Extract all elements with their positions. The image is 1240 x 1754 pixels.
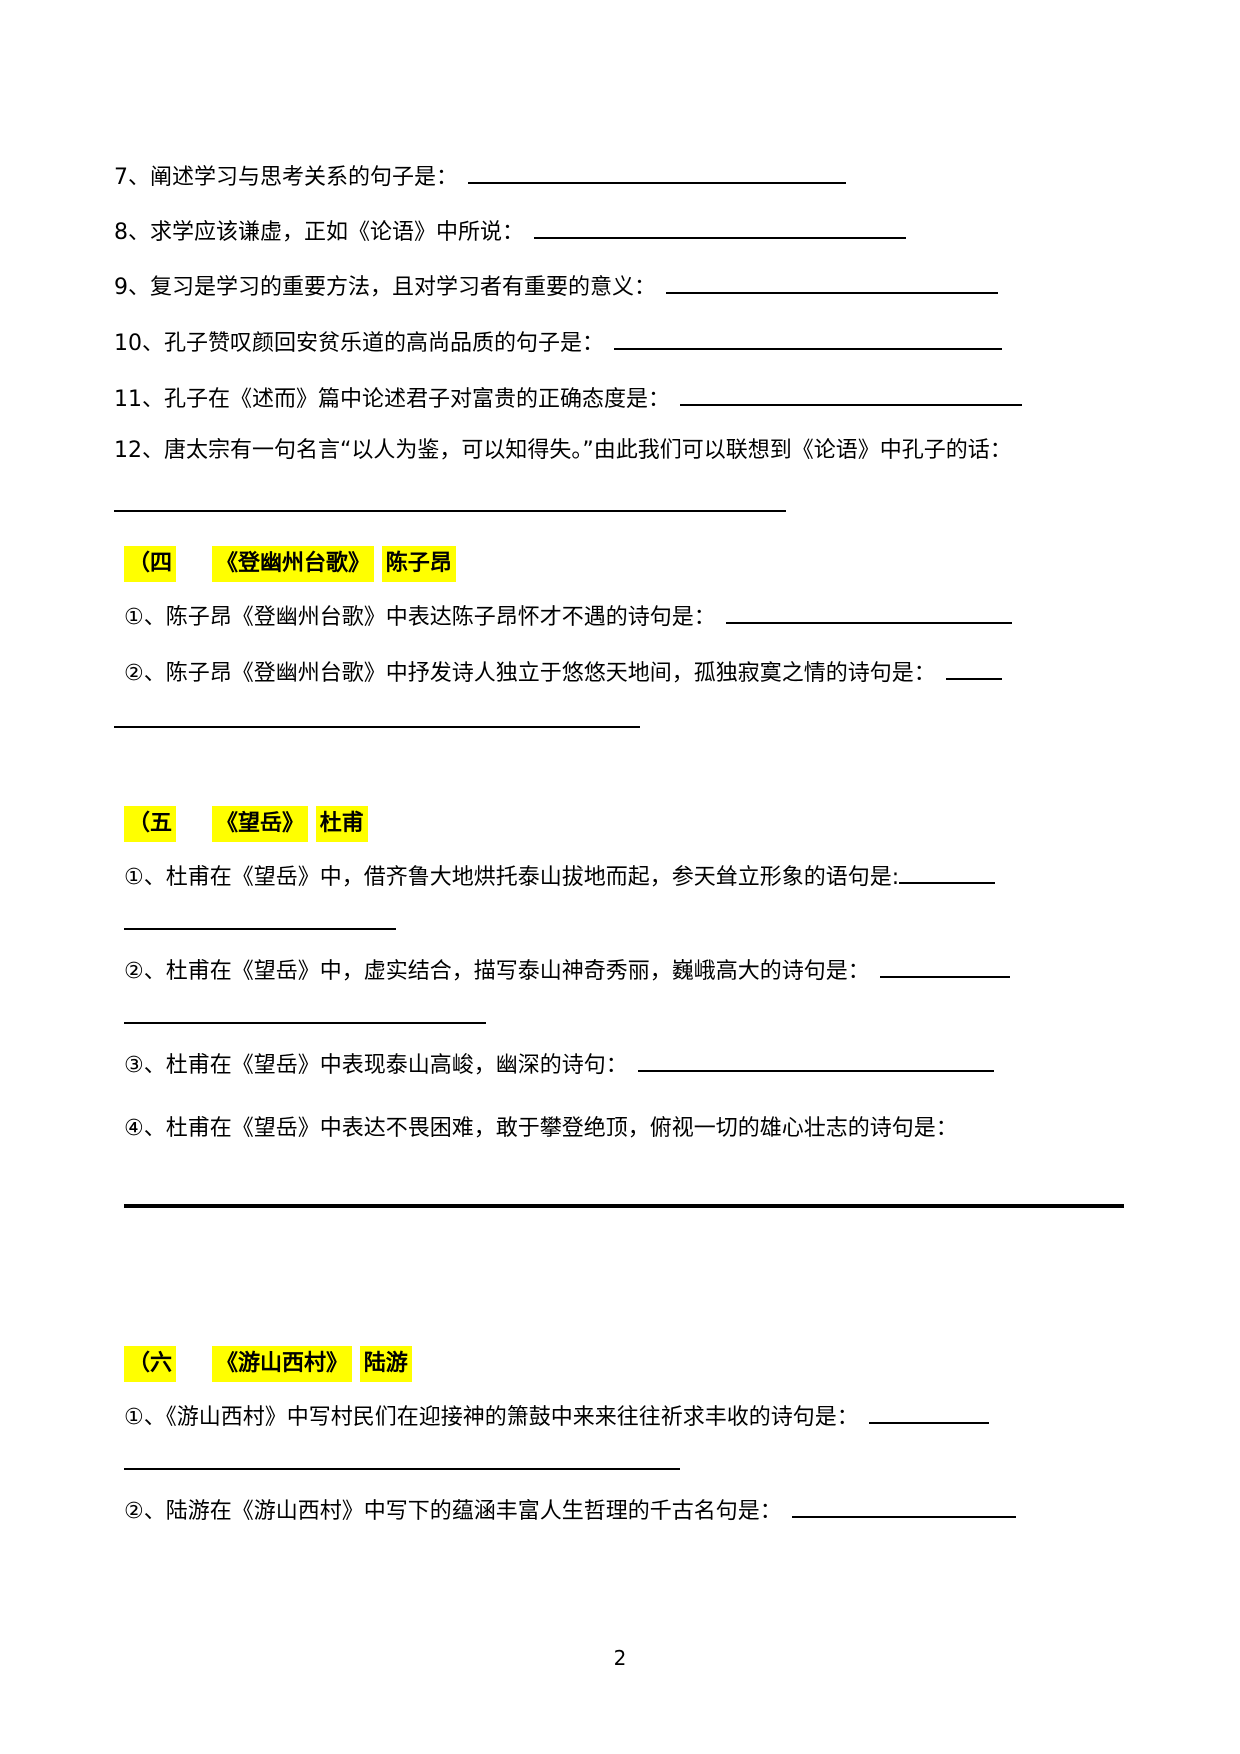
answer-blank[interactable] xyxy=(945,654,1002,680)
section-5-question-2: ②、杜甫在《望岳》中，虚实结合，描写泰山神奇秀丽，巍峨高大的诗句是： xyxy=(124,952,1010,987)
question-text: ②、陈子昂《登幽州台歌》中抒发诗人独立于悠悠天地间，孤独寂寞之情的诗句是： xyxy=(124,661,936,686)
question-text: ③、杜甫在《望岳》中表现泰山高峻，幽深的诗句： xyxy=(124,1053,628,1078)
section-5-question-3: ③、杜甫在《望岳》中表现泰山高峻，幽深的诗句： xyxy=(124,1046,994,1081)
answer-blank[interactable] xyxy=(899,858,996,884)
section-5-heading: （五《望岳》 杜甫 xyxy=(124,806,368,842)
answer-blank-q12[interactable] xyxy=(114,510,786,512)
page-number: 2 xyxy=(613,1646,627,1670)
section-5-question-4: ④、杜甫在《望岳》中表达不畏困难，敢于攀登绝顶，俯视一切的雄心壮志的诗句是： xyxy=(124,1114,958,1144)
question-text: 12、唐太宗有一句名言“以人为鉴，可以知得失。”由此我们可以联想到《论语》中孔子… xyxy=(114,438,1012,463)
answer-blank[interactable] xyxy=(868,1398,989,1424)
section-6-number: （六 xyxy=(124,1346,177,1382)
question-text: 8、求学应该谦虚，正如《论语》中所说： xyxy=(114,220,524,245)
section-6-heading: （六《游山西村》 陆游 xyxy=(124,1346,412,1382)
answer-blank[interactable] xyxy=(725,598,1012,624)
section-4-question-2: ②、陈子昂《登幽州台歌》中抒发诗人独立于悠悠天地间，孤独寂寞之情的诗句是： xyxy=(124,654,1002,689)
section-6-author: 陆游 xyxy=(359,1346,412,1382)
question-text: ①、杜甫在《望岳》中，借齐鲁大地烘托泰山拔地而起，参天耸立形象的语句是: xyxy=(124,865,900,890)
question-text: 11、孔子在《述而》篇中论述君子对富贵的正确态度是： xyxy=(114,387,670,412)
question-text: 9、复习是学习的重要方法，且对学习者有重要的意义： xyxy=(114,275,656,300)
answer-blank[interactable] xyxy=(680,380,1022,406)
question-text: ②、陆游在《游山西村》中写下的蕴涵丰富人生哲理的千古名句是： xyxy=(124,1499,782,1524)
question-8: 8、求学应该谦虚，正如《论语》中所说： xyxy=(114,213,906,248)
answer-blank[interactable] xyxy=(468,158,846,184)
section-5-number: （五 xyxy=(124,806,177,842)
answer-blank[interactable] xyxy=(637,1046,994,1072)
question-text: ①、陈子昂《登幽州台歌》中表达陈子昂怀才不遇的诗句是： xyxy=(124,605,716,630)
question-9: 9、复习是学习的重要方法，且对学习者有重要的意义： xyxy=(114,268,998,303)
answer-blank-q4[interactable] xyxy=(124,1204,1124,1208)
question-12: 12、唐太宗有一句名言“以人为鉴，可以知得失。”由此我们可以联想到《论语》中孔子… xyxy=(114,436,1012,466)
question-text: ②、杜甫在《望岳》中，虚实结合，描写泰山神奇秀丽，巍峨高大的诗句是： xyxy=(124,959,870,984)
answer-blank[interactable] xyxy=(534,213,906,239)
section-6-question-2: ②、陆游在《游山西村》中写下的蕴涵丰富人生哲理的千古名句是： xyxy=(124,1492,1016,1527)
section-4-title: 《登幽州台歌》 xyxy=(212,546,375,582)
section-6-question-1: ①、《游山西村》中写村民们在迎接神的箫鼓中来来往往祈求丰收的诗句是： xyxy=(124,1398,989,1433)
answer-blank-continued[interactable] xyxy=(124,928,396,930)
answer-blank[interactable] xyxy=(666,268,998,294)
section-4-question-1: ①、陈子昂《登幽州台歌》中表达陈子昂怀才不遇的诗句是： xyxy=(124,598,1012,633)
question-text: 7、阐述学习与思考关系的句子是： xyxy=(114,165,458,190)
question-text: 10、孔子赞叹颜回安贫乐道的高尚品质的句子是： xyxy=(114,331,604,356)
answer-blank[interactable] xyxy=(879,952,1010,978)
question-11: 11、孔子在《述而》篇中论述君子对富贵的正确态度是： xyxy=(114,380,1022,415)
answer-blank-continued[interactable] xyxy=(124,1022,486,1024)
section-5-title: 《望岳》 xyxy=(212,806,309,842)
answer-blank[interactable] xyxy=(791,1492,1016,1518)
section-5-question-1: ①、杜甫在《望岳》中，借齐鲁大地烘托泰山拔地而起，参天耸立形象的语句是: xyxy=(124,858,996,893)
section-4-author: 陈子昂 xyxy=(381,546,456,582)
question-7: 7、阐述学习与思考关系的句子是： xyxy=(114,158,846,193)
section-4-number: （四 xyxy=(124,546,177,582)
question-text: ①、《游山西村》中写村民们在迎接神的箫鼓中来来往往祈求丰收的诗句是： xyxy=(124,1405,859,1430)
answer-blank-continued[interactable] xyxy=(114,726,640,728)
section-4-heading: （四《登幽州台歌》 陈子昂 xyxy=(124,546,456,582)
question-10: 10、孔子赞叹颜回安贫乐道的高尚品质的句子是： xyxy=(114,324,1002,359)
question-text: ④、杜甫在《望岳》中表达不畏困难，敢于攀登绝顶，俯视一切的雄心壮志的诗句是： xyxy=(124,1116,958,1141)
section-5-author: 杜甫 xyxy=(315,806,368,842)
section-6-title: 《游山西村》 xyxy=(212,1346,353,1382)
answer-blank[interactable] xyxy=(614,324,1002,350)
answer-blank-continued[interactable] xyxy=(124,1468,680,1470)
